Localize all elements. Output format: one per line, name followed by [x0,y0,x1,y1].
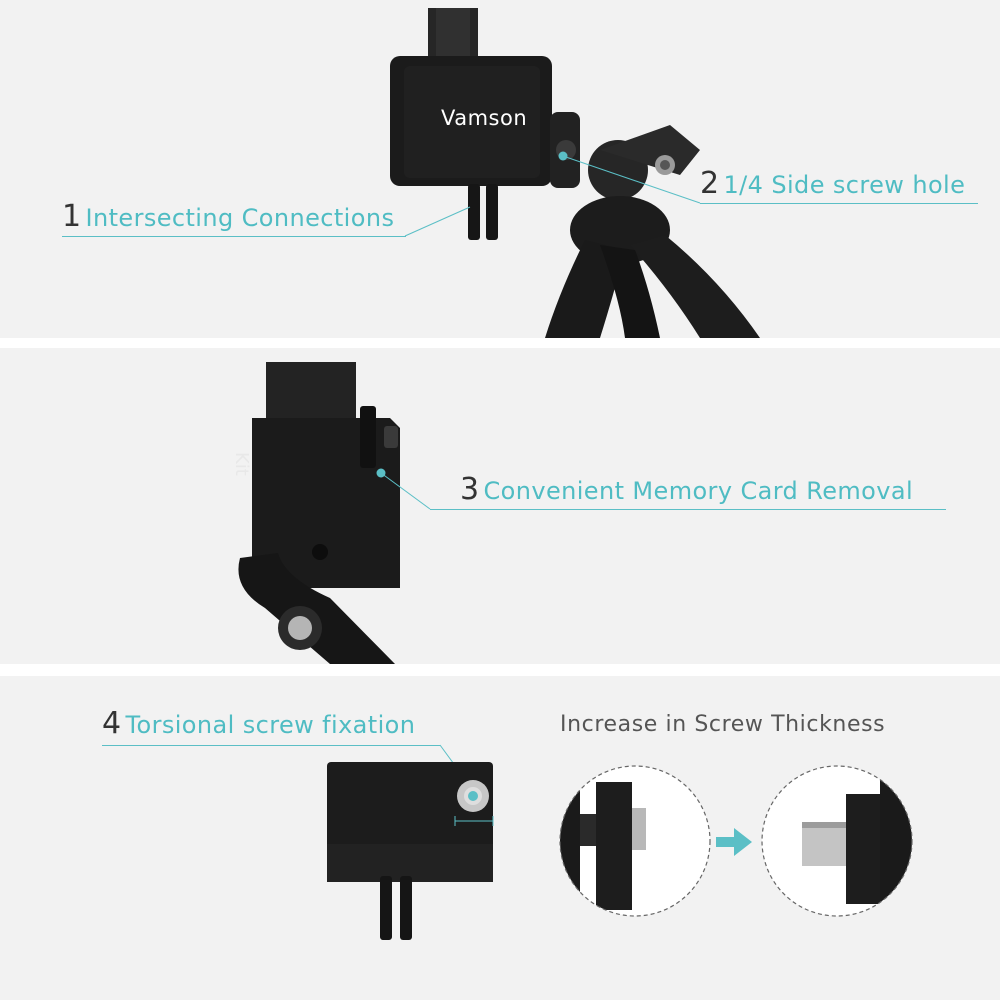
callout-1-underline [62,236,406,237]
callout-2-label: 1/4 Side screw hole [723,171,966,199]
callout-4-label: Torsional screw fixation [125,711,416,739]
callout-3-underline [430,509,946,510]
screw-detail-before [559,765,711,917]
callout-3-label: Convenient Memory Card Removal [483,477,914,505]
memory-card-illustration [238,362,400,664]
callout-2-underline [700,203,978,204]
arrow-right-icon [716,828,752,856]
callout-4-number: 4 [102,706,122,741]
leader-line-1 [404,206,471,237]
comparison-heading: Increase in Screw Thickness [560,712,886,737]
callout-1-label: Intersecting Connections [85,204,395,232]
screw-detail-after [761,765,913,917]
callout-1-number: 1 [62,199,82,234]
callout-3-number: 3 [460,472,480,507]
tripod-mount-illustration [390,8,760,338]
leader-line-2 [558,151,701,204]
leader-line-3 [376,468,431,510]
callout-2-number: 2 [700,166,720,201]
callout-4-underline [102,745,440,746]
adapter-front-illustration [327,762,494,940]
brand-logo-text: Vamson [441,106,528,130]
